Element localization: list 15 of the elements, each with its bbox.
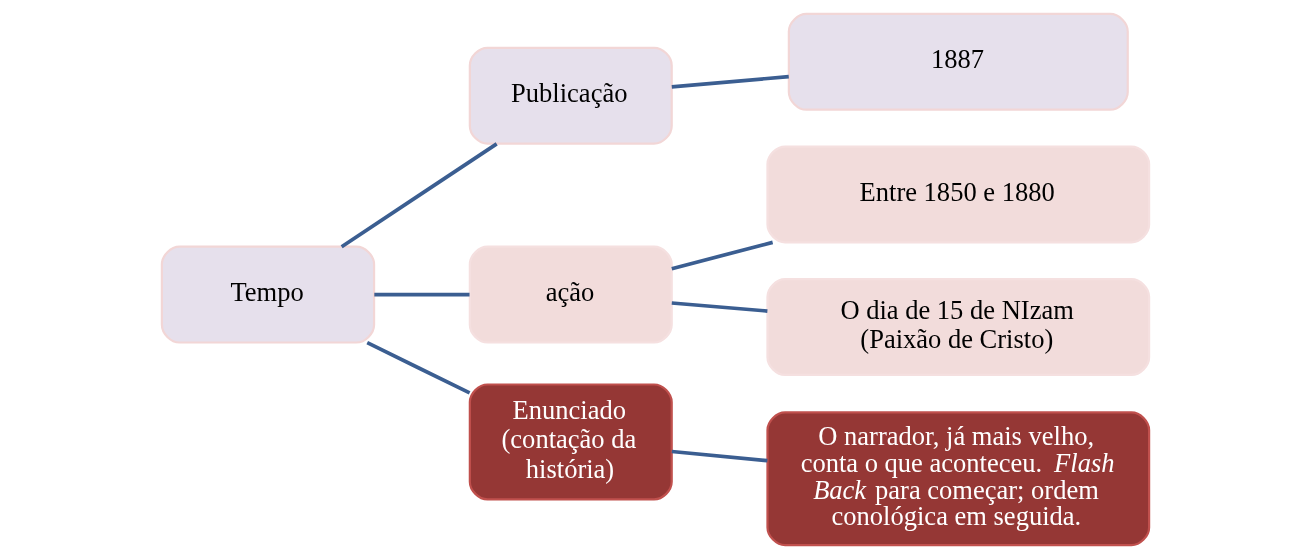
connector	[374, 292, 470, 297]
node-box: 1887	[787, 12, 1129, 111]
node-box: Enunciado (contação da história)	[468, 383, 673, 501]
connector	[340, 142, 498, 249]
node-box: O narrador, já mais velho, conta o que aconteceu. Flash Back para começar; ordem conológica em seguida.	[766, 411, 1151, 547]
node-box: O dia de 15 de NIzam (Paixão de Cristo)	[766, 278, 1151, 376]
node-box: ação	[468, 245, 673, 344]
connector	[671, 449, 768, 463]
node-box: Tempo	[160, 245, 376, 344]
node-box: Publicação	[468, 46, 673, 145]
connector	[671, 301, 768, 313]
connector	[366, 341, 471, 395]
connector	[671, 74, 789, 89]
connector	[671, 240, 774, 271]
node-box: Entre 1850 e 1880	[766, 145, 1151, 244]
